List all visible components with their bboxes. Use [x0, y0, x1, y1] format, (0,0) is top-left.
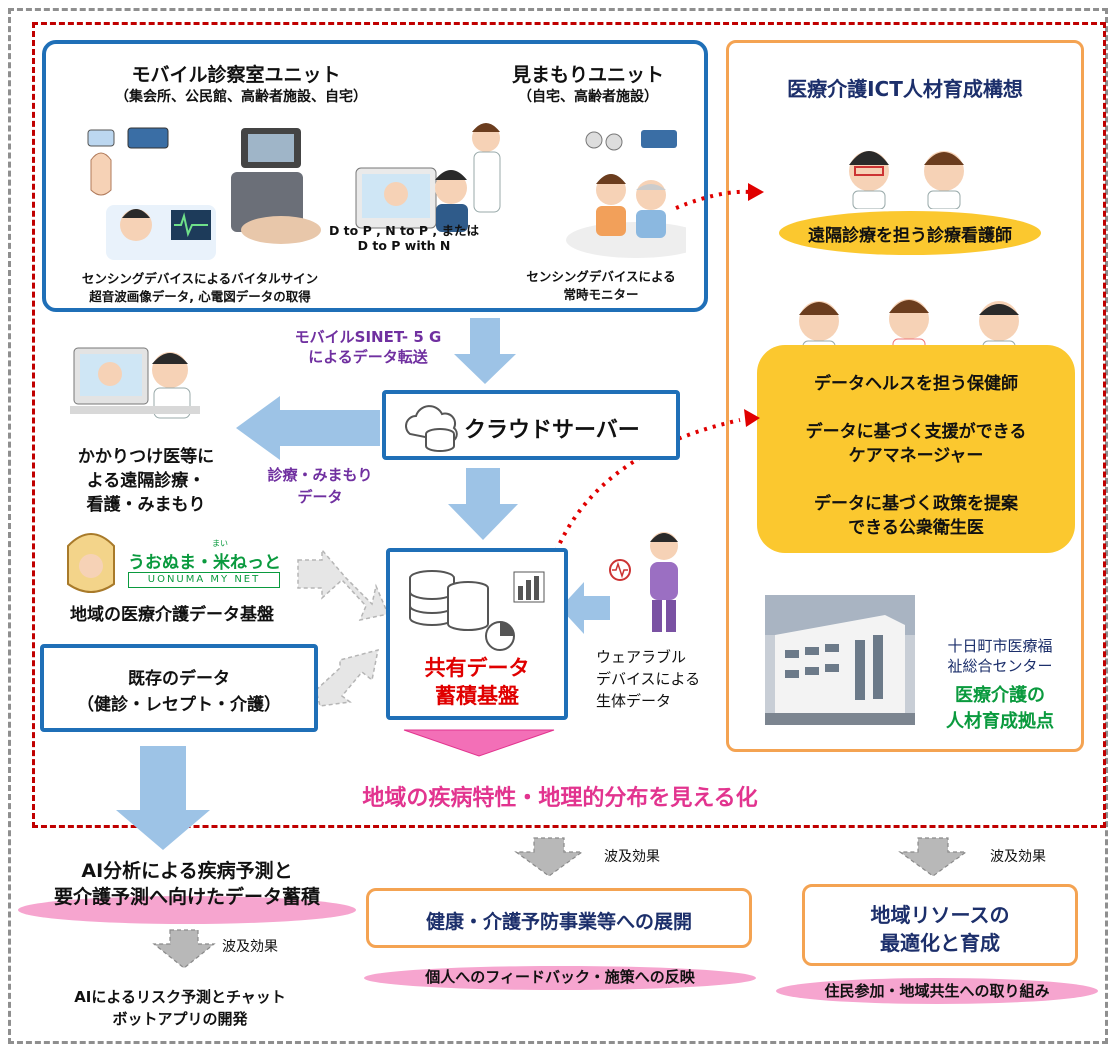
existing-data-box: 既存のデータ （健診・レセプト・介護） [40, 644, 318, 732]
health-ripple-label: 波及効果 [604, 849, 660, 865]
sinet-label-line2: によるデータ転送 [308, 348, 428, 366]
cloud-server-box: クラウドサーバー [382, 390, 680, 460]
database-icon [409, 570, 489, 631]
elderly-couple-icon [566, 174, 686, 258]
ai-ripple-label: 波及効果 [222, 939, 278, 955]
sensing-caption-line1: センシングデバイスによるバイタルサイン [81, 271, 319, 286]
rice-bag-mascot-icon [67, 533, 115, 593]
hub-label-line2: 人材育成拠点 [946, 711, 1054, 732]
watch-caption-line2: 常時モニター [563, 287, 639, 302]
center-name-line2: 祉総合センター [947, 657, 1053, 675]
uonuma-logo-roman: UONUMA MY NET [128, 572, 280, 588]
dtop-label-line1: D to P , N to P , または [328, 223, 480, 238]
sinet-label-line1: モバイルSINET- 5 G [294, 328, 442, 346]
units-panel: モバイル診察室ユニット （集会所、公民館、高齢者施設、自宅） 見まもりユニット … [42, 40, 708, 312]
existing-data-line2: （健診・レセプト・介護） [77, 695, 281, 715]
ripple-arrow-ai [152, 929, 216, 969]
role-public-health-nurse: データヘルスを担う保健師 [814, 374, 1018, 394]
clinic-label-line2: よる遠隔診療・ [86, 471, 206, 491]
ai-label-line2: 要介護予測へ向けたデータ蓄積 [53, 886, 320, 908]
watch-caption-line1: センシングデバイスによる [526, 269, 676, 284]
roles-panel [757, 345, 1075, 553]
uonuma-caption: 地域の医療介護データ基盤 [70, 605, 274, 625]
wearable-line1: ウェアラブル [596, 648, 687, 666]
ict-plan-panel: 医療介護ICT人材育成構想 遠隔診療を担う診療看護師 データヘルスを担う保健師 … [726, 40, 1084, 752]
flow-data-label-line1: 診療・みまもり [267, 466, 373, 484]
pie-chart-icon [485, 621, 515, 651]
mobile-unit-title: モバイル診察室ユニット [131, 64, 341, 86]
watch-sensor-icon [585, 130, 677, 151]
region-ripple-label: 波及効果 [990, 849, 1046, 865]
arrow-uonuma-shared [297, 547, 390, 622]
ripple-arrow-region [898, 837, 968, 877]
remote-consultation-icon [355, 123, 501, 232]
arrow-to-ai [116, 746, 210, 850]
ai-result-line1: AIによるリスク予測とチャット [74, 988, 286, 1006]
uonuma-logo-text: うおぬま・米ねっと [128, 553, 281, 573]
cloud-server-icon [405, 405, 458, 452]
bar-chart-icon [513, 571, 545, 603]
watch-unit-subtitle: （自宅、高齢者施設） [518, 89, 658, 105]
clinic-doctor-illustration [70, 347, 200, 419]
mobile-unit-subtitle: （集会所、公民館、高齢者施設、自宅） [115, 89, 367, 105]
ultrasound-machine-icon [231, 128, 321, 244]
role-public-health-doctor-line2: できる公衆衛生医 [848, 518, 984, 538]
shared-data-line2: 蓄積基盤 [435, 684, 519, 708]
wearable-line2: デバイスによる [596, 670, 701, 688]
visualize-triangle [403, 729, 555, 757]
ai-highlight-ellipse [18, 896, 356, 924]
ict-plan-title: 医療介護ICT人材育成構想 [787, 77, 1023, 101]
units-illustrations [87, 123, 686, 260]
hub-label-line1: 医療介護の [955, 685, 1045, 706]
shared-data-box: 共有データ 蓄積基盤 [386, 548, 568, 720]
center-name-line1: 十日町市医療福 [947, 637, 1053, 655]
health-highlight-ellipse [364, 966, 756, 990]
red-arrow-to-nurse [675, 189, 751, 210]
ai-label-line1: AI分析による疾病予測と [81, 860, 293, 882]
arrow-to-cloud [454, 318, 516, 384]
wearable-walker-illustration [609, 532, 678, 632]
nurse-role-label: 遠隔診療を担う診療看護師 [808, 226, 1012, 246]
shared-data-line1: 共有データ [424, 656, 530, 680]
uonuma-logo-ruby: まい [212, 539, 228, 548]
ecg-patient-icon [106, 205, 216, 260]
clinic-label-line1: かかりつけ医等に [77, 447, 215, 467]
arrow-to-clinic [236, 396, 380, 460]
cloud-server-label: クラウドサーバー [464, 418, 640, 443]
arrow-from-wearable [560, 582, 610, 634]
ai-result-line2: ボットアプリの開発 [112, 1010, 248, 1028]
region-resource-line1: 地域リソースの [870, 903, 1010, 927]
building-photo [765, 595, 915, 725]
sensing-caption-line2: 超音波画像データ, 心電図データの取得 [89, 289, 311, 304]
role-care-manager-line1: データに基づく支援ができる [805, 422, 1027, 442]
database-chart-icons [409, 570, 545, 651]
dtop-label-line2: D to P with N [357, 238, 451, 253]
clinic-label-line3: 看護・みまもり [86, 495, 206, 515]
role-care-manager-line2: ケアマネージャー [848, 446, 984, 466]
region-resource-line2: 最適化と育成 [880, 931, 1000, 955]
outer-dashed-frame [8, 8, 1108, 1044]
health-expansion-box: 健康・介護予防事業等への展開 [366, 888, 752, 948]
existing-data-line1: 既存のデータ [128, 669, 230, 689]
project-scope-frame [32, 22, 1106, 828]
sensor-hand-icon [87, 127, 169, 196]
arrow-existing-shared [315, 648, 379, 707]
role-public-health-doctor-line1: データに基づく政策を提案 [814, 494, 1018, 514]
arrow-to-shared [448, 468, 518, 540]
watch-unit-title: 見まもりユニット [511, 64, 664, 86]
health-caption: 個人へのフィードバック・施策への反映 [425, 968, 695, 986]
region-resource-box: 地域リソースの 最適化と育成 [802, 884, 1078, 966]
nurse-role-ellipse [779, 211, 1041, 255]
nurse-staff-illustration [849, 151, 964, 209]
region-highlight-ellipse [776, 978, 1098, 1004]
wearable-line3: 生体データ [596, 692, 672, 710]
region-caption: 住民参加・地域共生への取り組み [824, 982, 1050, 1000]
visualize-label: 地域の疾病特性・地理的分布を見える化 [362, 786, 758, 811]
health-expansion-label: 健康・介護予防事業等への展開 [425, 911, 692, 933]
flow-data-label-line2: データ [297, 488, 343, 506]
ripple-arrow-health [514, 837, 584, 877]
